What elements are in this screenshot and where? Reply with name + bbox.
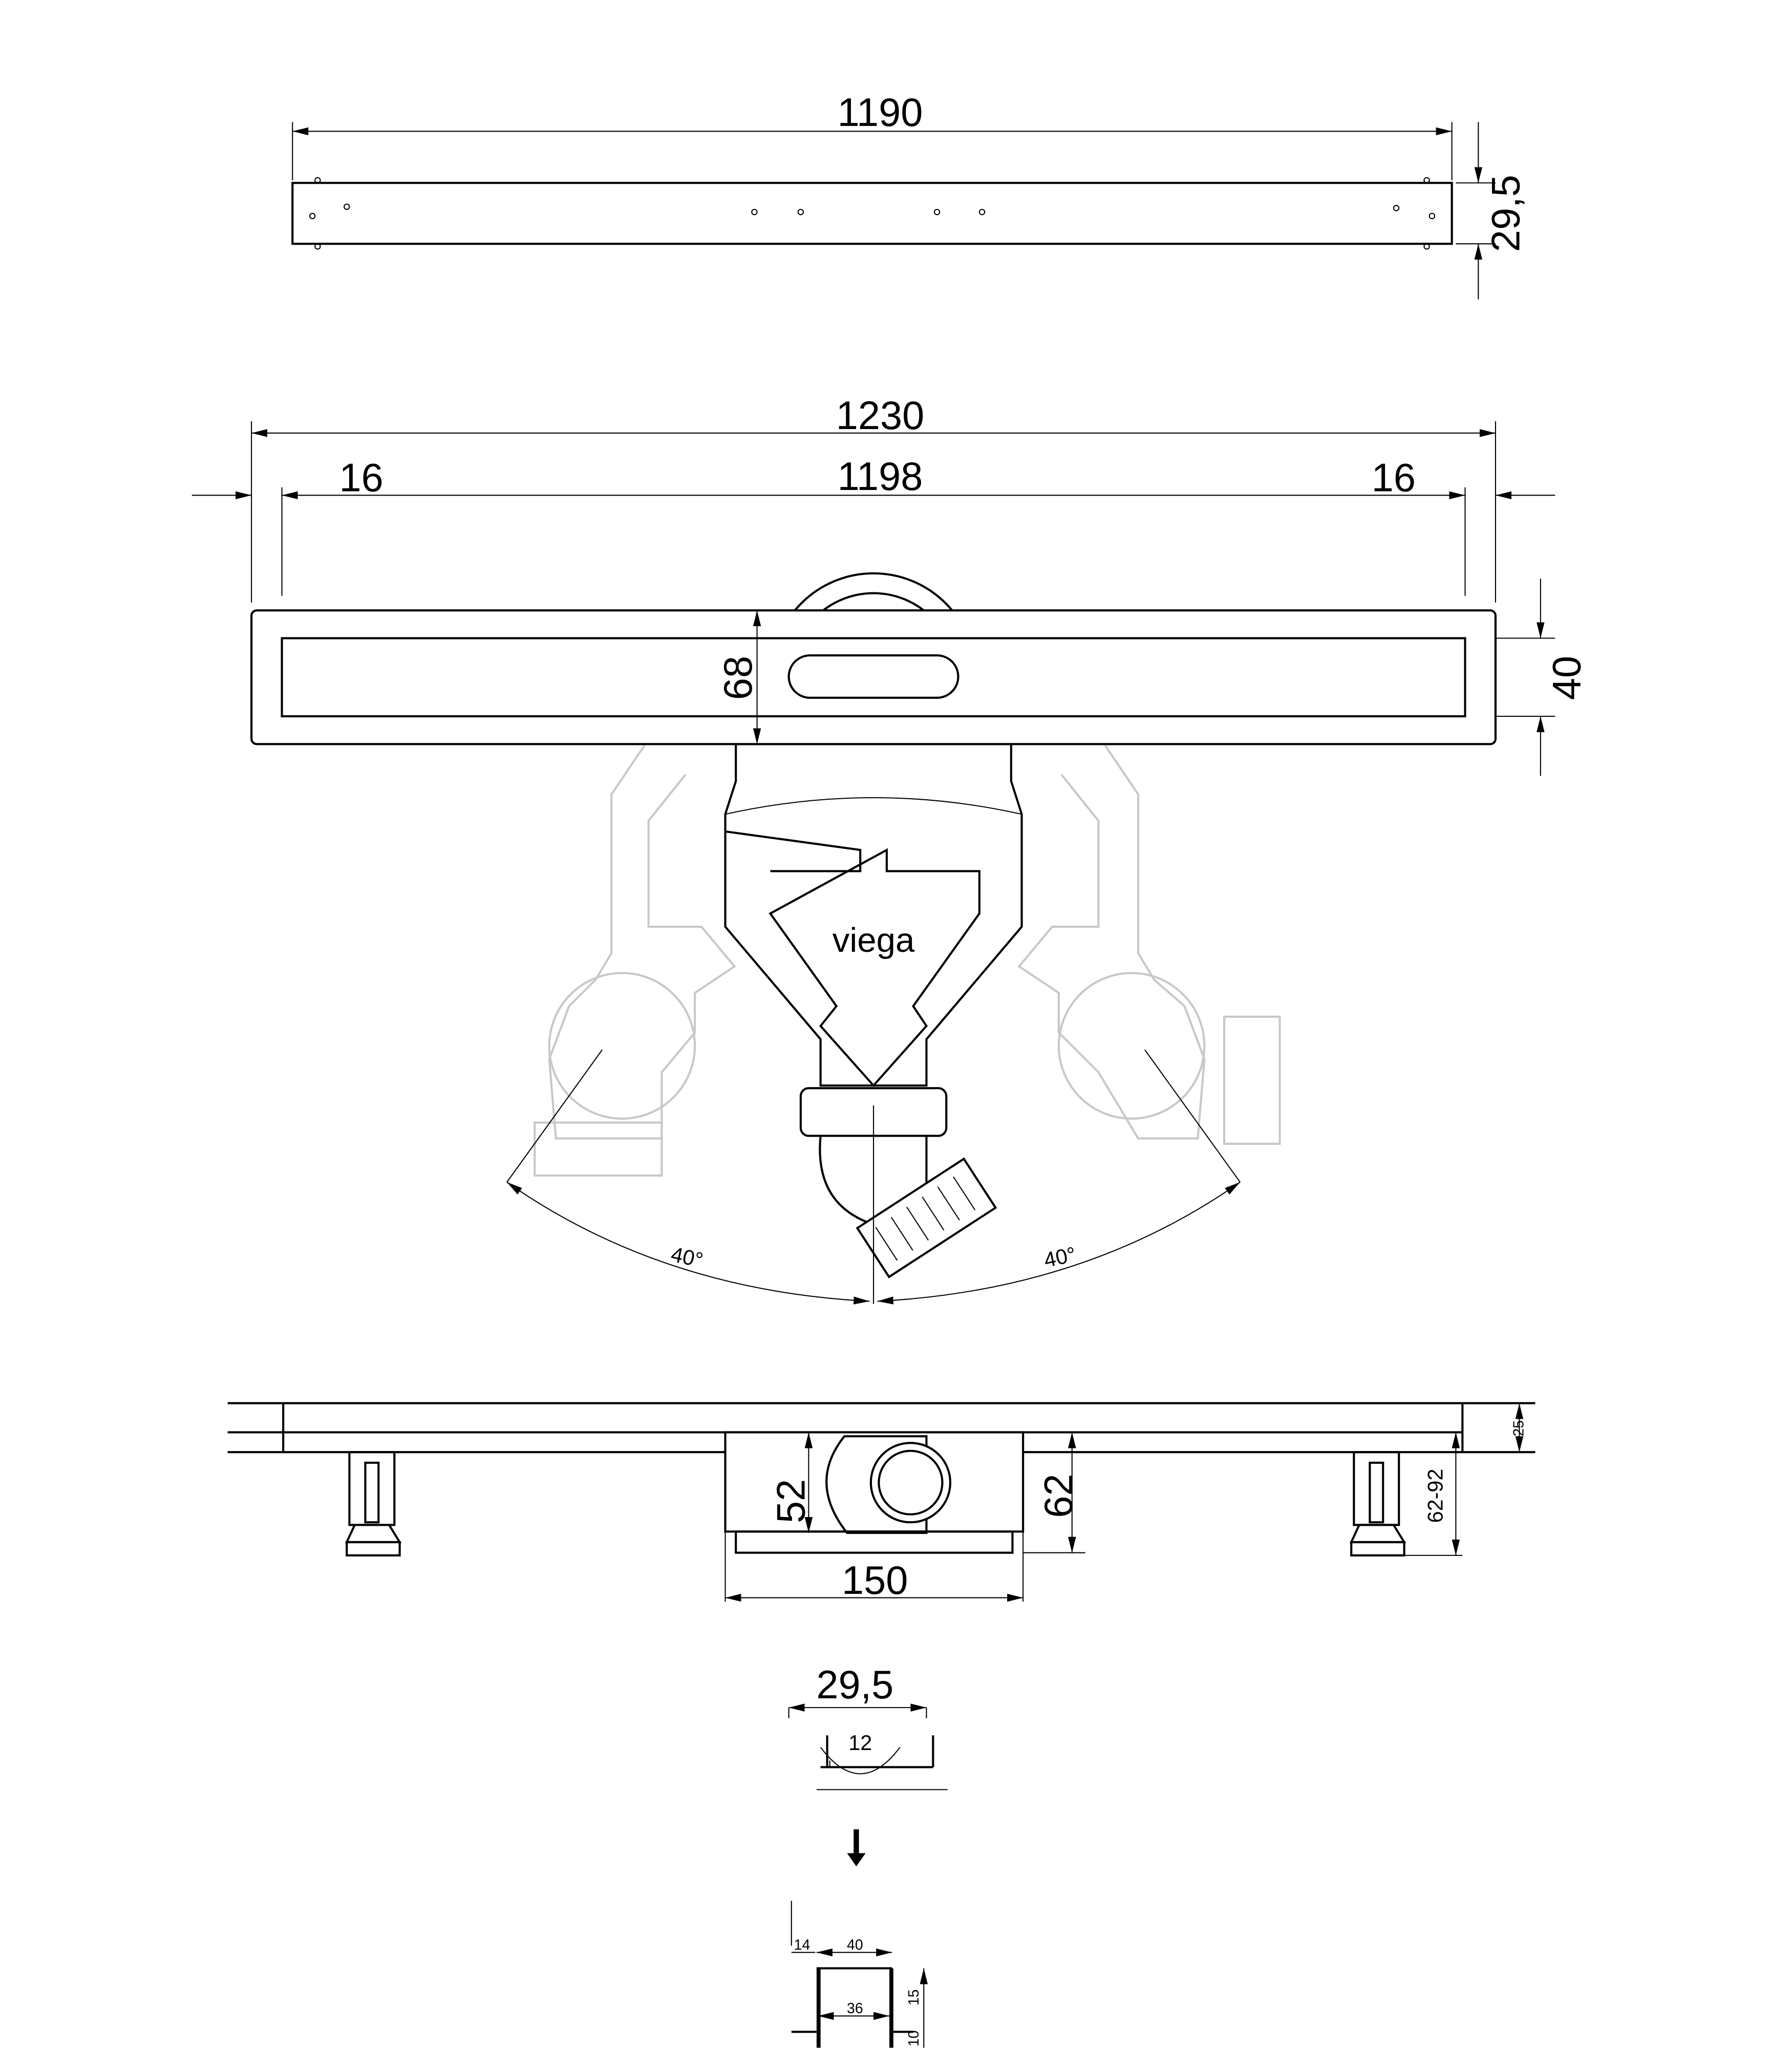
ghost-outlet-left bbox=[534, 744, 736, 1177]
dim-12: 12 bbox=[848, 1731, 872, 1755]
side-view: 25 52 62 62-92 150 bbox=[227, 1402, 1535, 1603]
drain-slot bbox=[787, 654, 959, 699]
grate-section bbox=[816, 1735, 948, 1790]
brand-viega: viega bbox=[833, 921, 915, 959]
angle-40-left: 40° bbox=[669, 1242, 706, 1272]
dim-40-section: 40 bbox=[847, 1937, 863, 1953]
dim-29-5-section: 29,5 bbox=[816, 1663, 893, 1707]
angle-40-right: 40° bbox=[1042, 1242, 1078, 1272]
plan-view: 1230 1198 16 16 viega bbox=[191, 394, 1589, 1305]
outlet-side bbox=[869, 1442, 952, 1524]
dim-1230: 1230 bbox=[836, 394, 924, 438]
dim-16-right: 16 bbox=[1372, 456, 1416, 500]
dim-36: 36 bbox=[847, 2000, 863, 2017]
foot-left bbox=[345, 1451, 402, 1556]
dim-40: 40 bbox=[1545, 656, 1589, 700]
foot-right bbox=[1349, 1451, 1406, 1556]
dim-62: 62 bbox=[1037, 1474, 1081, 1518]
angle-arc-left bbox=[506, 1182, 870, 1305]
dim-1198: 1198 bbox=[838, 455, 923, 499]
dim-29-5-top: 29,5 bbox=[1484, 175, 1528, 252]
dim-15: 15 bbox=[906, 1989, 922, 2006]
mounting-holes bbox=[309, 177, 1436, 250]
ghost-outlet-right bbox=[1017, 744, 1281, 1145]
dim-52: 52 bbox=[770, 1479, 814, 1523]
dim-10: 10 bbox=[906, 2031, 922, 2047]
top-view: 1190 29,5 bbox=[291, 91, 1528, 300]
dim-14: 14 bbox=[794, 1937, 810, 1953]
down-arrow-icon bbox=[847, 1829, 866, 1867]
dim-25: 25 bbox=[1510, 1420, 1527, 1437]
dim-1190: 1190 bbox=[838, 91, 923, 135]
dim-68: 68 bbox=[716, 656, 760, 700]
angle-arc-right bbox=[877, 1182, 1241, 1305]
section-view: 29,5 12 14 40 36 15 10 bbox=[788, 1663, 948, 2048]
channel-inner bbox=[281, 637, 1466, 718]
dim-16-left: 16 bbox=[339, 456, 383, 500]
grate-outline bbox=[291, 182, 1453, 245]
dim-150: 150 bbox=[842, 1559, 908, 1603]
dim-62-92: 62-92 bbox=[1424, 1469, 1447, 1523]
